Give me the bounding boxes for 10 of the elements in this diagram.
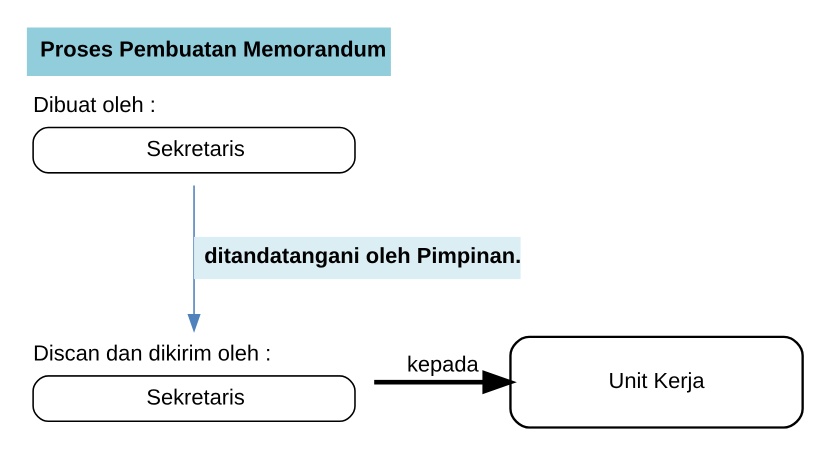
node-box: Sekretaris: [32, 374, 356, 422]
edge-label: kepada: [406, 351, 479, 376]
node-label: Dibuat oleh :: [33, 92, 156, 117]
diagram-title: Proses Pembuatan Memorandum: [40, 36, 386, 62]
arrow: [374, 370, 517, 394]
node-box: Sekretaris: [32, 126, 356, 174]
arrow: [187, 185, 201, 332]
node-label: Discan dan dikirim oleh :: [33, 340, 272, 366]
node-box: Unit Kerja: [509, 335, 804, 428]
edge-label: ditandatangani oleh Pimpinan.: [204, 242, 522, 268]
